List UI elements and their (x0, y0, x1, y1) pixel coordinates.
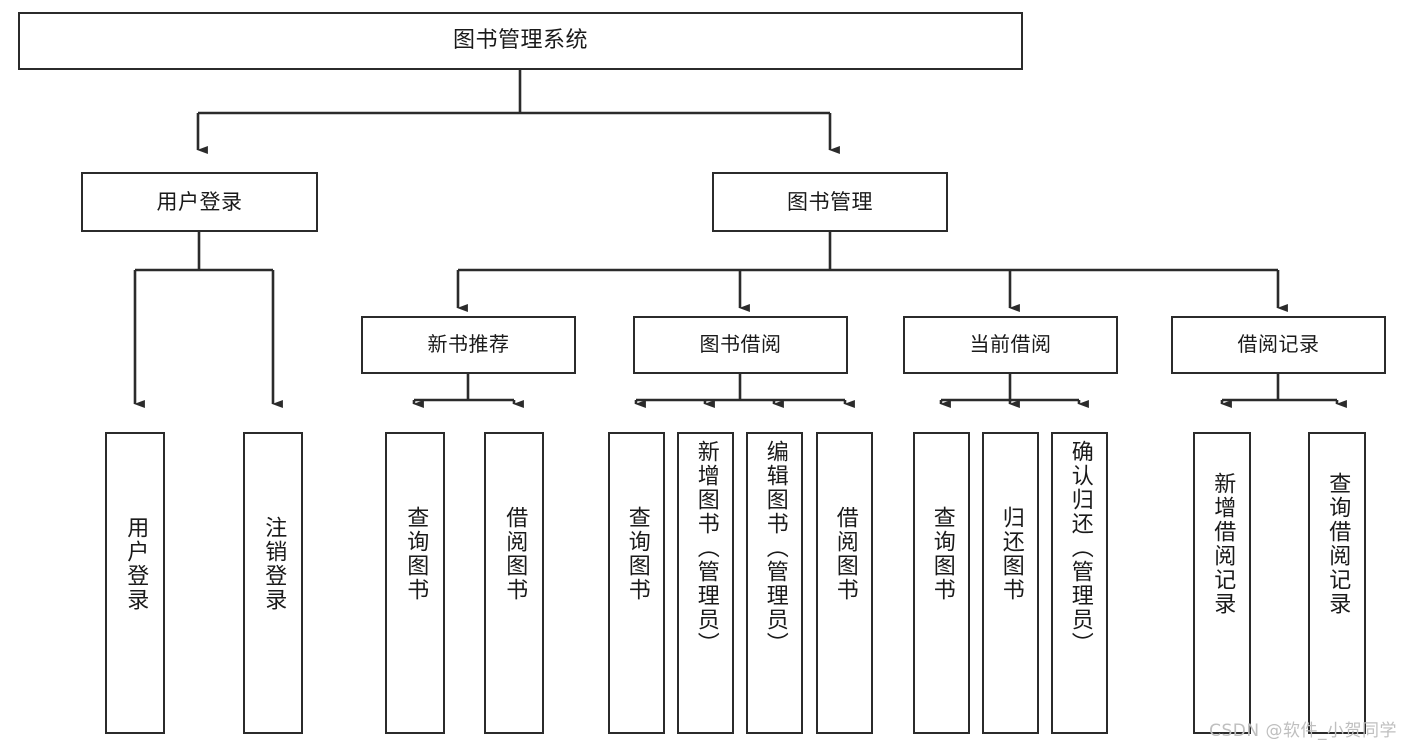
leaf-query-record-label: 查询借阅记录 (1325, 472, 1351, 616)
node-borrow-record[interactable]: 借阅记录 (1171, 316, 1386, 374)
leaf-query-book-3[interactable]: 查询图书 (913, 432, 970, 734)
leaf-add-book-label: 新增图书（管理员） (693, 440, 719, 656)
node-root-label: 图书管理系统 (452, 28, 588, 54)
node-root[interactable]: 图书管理系统 (18, 12, 1023, 70)
node-book-borrow-label: 图书借阅 (699, 332, 782, 357)
leaf-borrow-book-1[interactable]: 借阅图书 (484, 432, 544, 734)
leaf-logout[interactable]: 注销登录 (243, 432, 303, 734)
leaf-confirm-return-label: 确认归还（管理员） (1067, 440, 1093, 656)
leaf-borrow-book-1-label: 借阅图书 (502, 506, 528, 602)
leaf-add-book[interactable]: 新增图书（管理员） (677, 432, 734, 734)
leaf-confirm-return[interactable]: 确认归还（管理员） (1051, 432, 1108, 734)
node-current-borrow-label: 当前借阅 (969, 332, 1052, 357)
leaf-borrow-book-2-label: 借阅图书 (832, 506, 858, 602)
leaf-query-record[interactable]: 查询借阅记录 (1308, 432, 1366, 734)
leaf-edit-book-label: 编辑图书（管理员） (762, 440, 788, 656)
node-current-borrow[interactable]: 当前借阅 (903, 316, 1118, 374)
node-user-login[interactable]: 用户登录 (81, 172, 318, 232)
leaf-user-login-label: 用户登录 (123, 516, 149, 612)
leaf-return-book-label: 归还图书 (998, 506, 1024, 602)
leaf-borrow-book-2[interactable]: 借阅图书 (816, 432, 873, 734)
node-book-manage[interactable]: 图书管理 (712, 172, 948, 232)
leaf-edit-book[interactable]: 编辑图书（管理员） (746, 432, 803, 734)
node-book-manage-label: 图书管理 (787, 189, 873, 214)
leaf-query-book-1[interactable]: 查询图书 (385, 432, 445, 734)
node-borrow-record-label: 借阅记录 (1237, 332, 1320, 357)
leaf-return-book[interactable]: 归还图书 (982, 432, 1039, 734)
leaf-query-book-3-label: 查询图书 (929, 506, 955, 602)
node-book-borrow[interactable]: 图书借阅 (633, 316, 848, 374)
node-new-book-recommend-label: 新书推荐 (427, 332, 510, 357)
leaf-add-record[interactable]: 新增借阅记录 (1193, 432, 1251, 734)
node-user-login-label: 用户登录 (156, 189, 243, 214)
leaf-add-record-label: 新增借阅记录 (1210, 472, 1236, 616)
csdn-watermark: CSDN @软件_小贺同学 (1209, 721, 1397, 741)
leaf-query-book-2-label: 查询图书 (624, 506, 650, 602)
leaf-query-book-1-label: 查询图书 (403, 506, 429, 602)
leaf-user-login[interactable]: 用户登录 (105, 432, 165, 734)
node-new-book-recommend[interactable]: 新书推荐 (361, 316, 576, 374)
leaf-query-book-2[interactable]: 查询图书 (608, 432, 665, 734)
leaf-logout-label: 注销登录 (261, 516, 287, 612)
